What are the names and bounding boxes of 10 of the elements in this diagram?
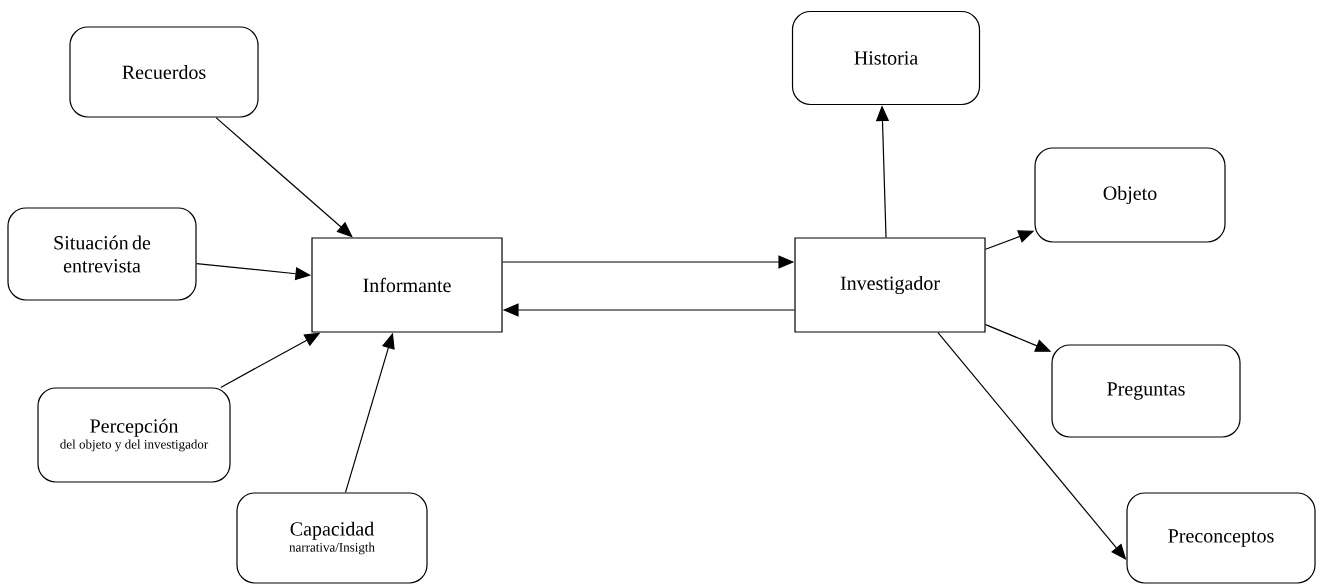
- rounded-box: Objeto: [1034, 147, 1226, 243]
- rounded-box: Capacidad narrativa/Insigth: [236, 492, 428, 584]
- process-box: Investigador: [794, 237, 986, 333]
- rounded-box: Historia: [791, 10, 981, 106]
- rounded-box: Situación de entrevista: [7, 207, 197, 301]
- rounded-box: Preguntas: [1051, 344, 1241, 438]
- process-box: Informante: [311, 237, 503, 333]
- rounded-box: Recuerdos: [69, 26, 259, 118]
- rounded-box: Preconceptos: [1126, 492, 1316, 584]
- rounded-box: Percepción del objeto y del investigador: [37, 387, 231, 483]
